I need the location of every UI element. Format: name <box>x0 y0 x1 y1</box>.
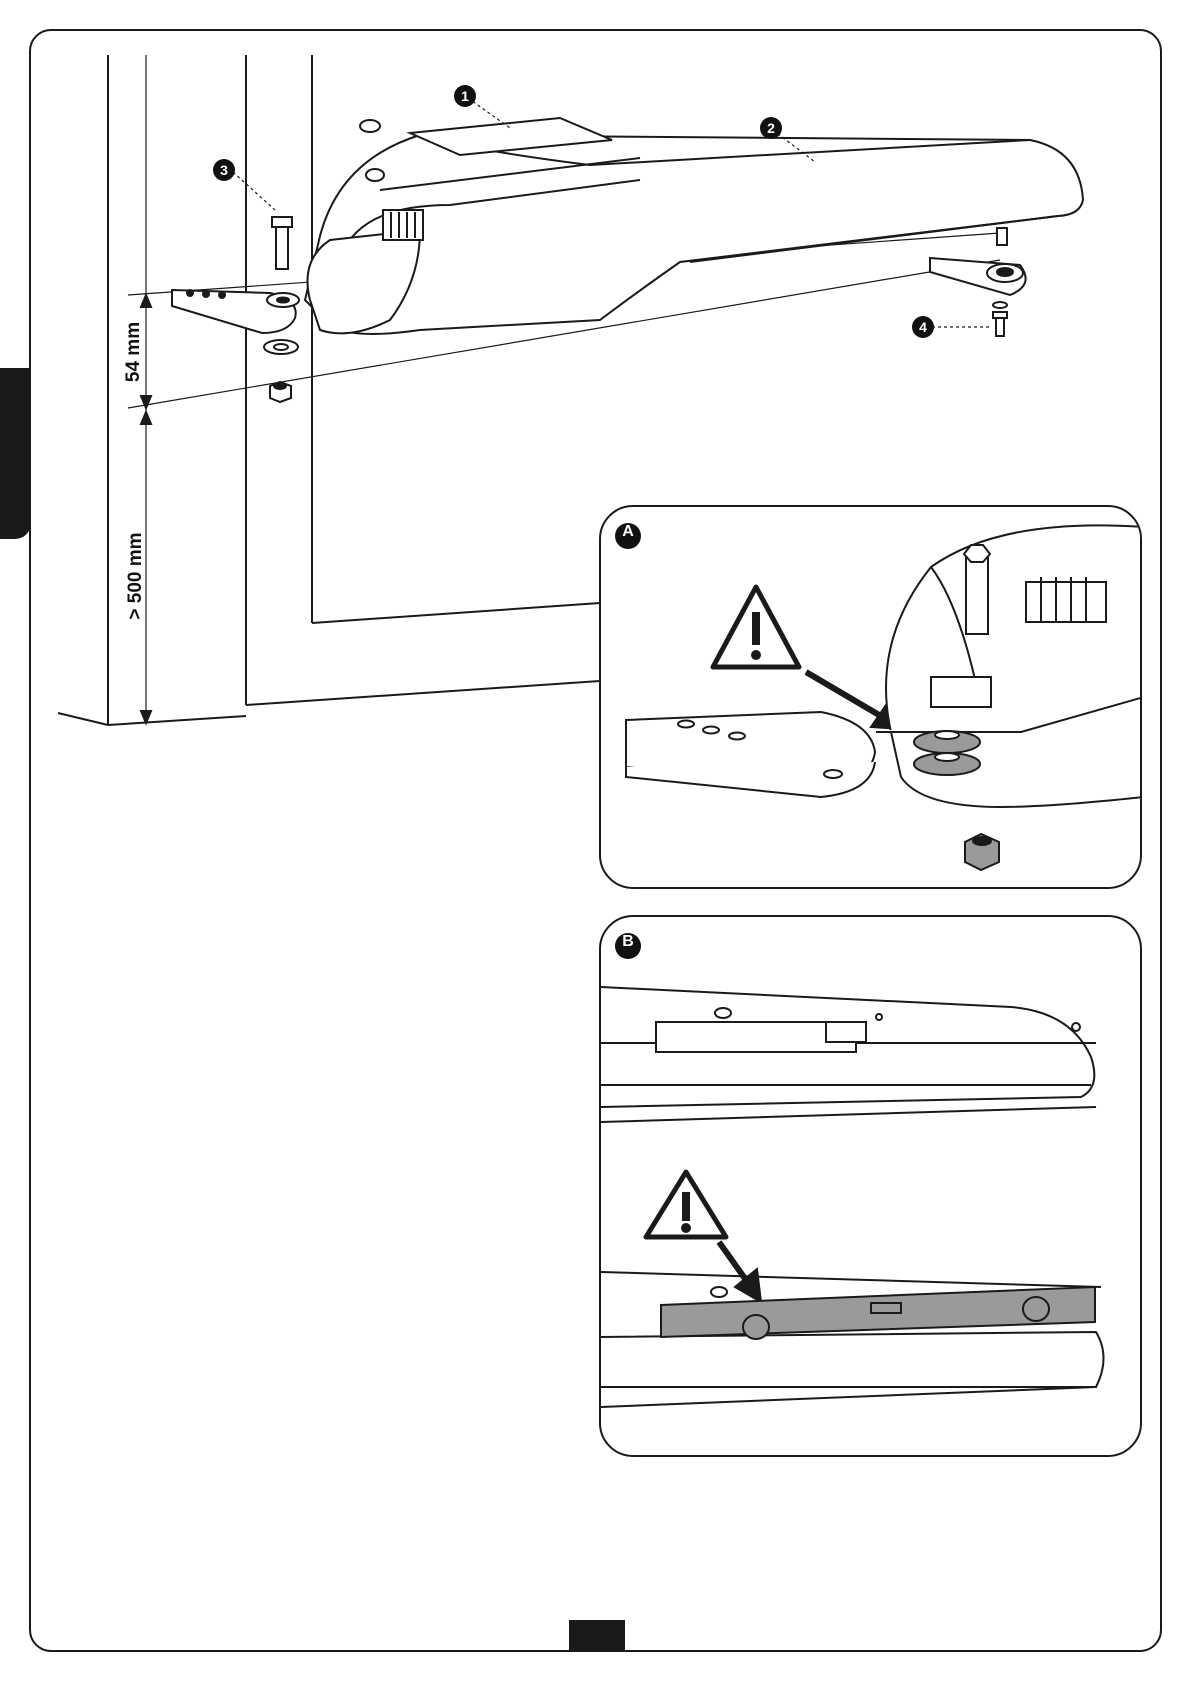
warning-triangle-icon <box>713 587 799 667</box>
callout-3: 3 <box>213 159 235 181</box>
detail-b-drawing <box>601 917 1142 1457</box>
callout-1: 1 <box>454 85 476 107</box>
callout-2: 2 <box>760 117 782 139</box>
detail-a-drawing <box>601 507 1142 889</box>
detail-a-badge: A <box>615 523 641 549</box>
dimension-500mm-label: > 500 mm <box>125 526 147 626</box>
callout-4: 4 <box>912 316 934 338</box>
warning-triangle-icon <box>646 1172 726 1237</box>
detail-panel-a: A <box>599 505 1142 889</box>
page-number-box <box>569 1620 625 1650</box>
detail-b-badge: B <box>615 933 641 959</box>
dimension-54mm-label: 54 mm <box>123 312 145 392</box>
detail-panel-b: B <box>599 915 1142 1457</box>
